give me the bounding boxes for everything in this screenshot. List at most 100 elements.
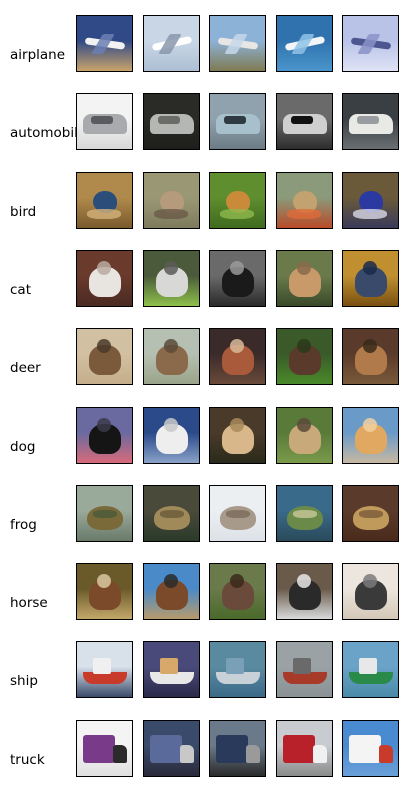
photo-detail (230, 574, 244, 589)
photo-detail (296, 260, 311, 275)
photo-subject (149, 734, 182, 763)
photo-detail (363, 417, 377, 432)
photo-detail (292, 658, 311, 675)
truck-photo (342, 719, 399, 777)
dog-photo (342, 406, 399, 464)
frog-photo (142, 484, 200, 542)
cat-photo (142, 249, 200, 307)
photo-subject (282, 734, 315, 763)
photo-detail (97, 339, 111, 354)
class-row-frog: frog (0, 484, 407, 543)
cat-photo (76, 249, 133, 307)
bird-photo (76, 171, 133, 229)
dog-photo (76, 406, 133, 464)
photo-detail (226, 658, 244, 675)
class-row-dog: dog (0, 406, 407, 465)
photo-subject (83, 672, 127, 685)
class-row-airplane: airplane (0, 15, 407, 73)
truck-photo (209, 719, 266, 777)
photo-detail (357, 116, 379, 125)
photo-detail (296, 339, 311, 354)
photo-detail (153, 208, 188, 219)
photo-detail (97, 574, 111, 589)
bird-photo (342, 171, 399, 229)
car-photo (275, 93, 333, 151)
class-row-truck: truck (0, 719, 407, 778)
class-row-automobile: automobile (0, 93, 407, 151)
frog-photo (76, 484, 133, 542)
airplane-photo (342, 15, 399, 72)
photo-detail (379, 744, 393, 763)
photo-detail (91, 116, 113, 125)
deer-photo (142, 328, 200, 386)
photo-detail (230, 339, 244, 354)
deer-photo (342, 328, 399, 386)
dog-photo (142, 406, 200, 464)
photo-subject (226, 190, 250, 213)
photo-detail (179, 744, 194, 763)
airplane-photo (209, 15, 266, 72)
horse-photo (209, 563, 266, 621)
horse-photo (76, 563, 133, 621)
photo-detail (359, 509, 383, 518)
photo-detail (230, 417, 244, 432)
class-row-deer: deer (0, 328, 407, 386)
cat-photo (275, 249, 333, 307)
ship-photo (76, 641, 133, 699)
photo-detail (163, 260, 178, 275)
photo-subject (359, 190, 383, 213)
truck-photo (275, 719, 333, 777)
class-label: truck (10, 751, 45, 768)
cat-photo (209, 249, 266, 307)
photo-detail (246, 744, 260, 763)
class-row-bird: bird (0, 171, 407, 230)
photo-detail (87, 208, 121, 219)
bird-photo (142, 171, 200, 229)
photo-detail (157, 116, 180, 125)
photo-detail (363, 574, 377, 589)
photo-detail (290, 116, 313, 125)
photo-detail (363, 339, 377, 354)
photo-detail (312, 744, 327, 763)
bird-photo (209, 171, 266, 229)
ship-photo (342, 641, 399, 699)
photo-detail (359, 658, 377, 675)
photo-detail (296, 417, 311, 432)
class-label: frog (10, 516, 37, 533)
frog-photo (209, 484, 266, 542)
photo-detail (159, 658, 178, 675)
photo-subject (93, 190, 117, 213)
photo-subject (349, 734, 381, 763)
photo-detail (226, 509, 250, 518)
photo-detail (97, 417, 111, 432)
photo-detail (224, 116, 246, 125)
airplane-photo (76, 15, 133, 72)
photo-detail (113, 744, 127, 763)
class-label: airplane (10, 47, 66, 63)
horse-photo (342, 563, 399, 621)
truck-photo (76, 719, 133, 777)
photo-subject (282, 672, 327, 685)
ship-photo (275, 641, 333, 699)
class-label: deer (10, 360, 41, 377)
frog-photo (342, 484, 399, 542)
photo-detail (353, 208, 387, 219)
photo-detail (97, 260, 111, 275)
photo-subject (159, 190, 184, 213)
cat-photo (342, 249, 399, 307)
photo-detail (163, 574, 178, 589)
photo-detail (230, 260, 244, 275)
deer-photo (275, 328, 333, 386)
car-photo (209, 93, 266, 151)
class-label: dog (10, 438, 36, 455)
photo-detail (159, 509, 184, 518)
class-row-cat: cat (0, 249, 407, 308)
car-photo (142, 93, 200, 151)
photo-detail (363, 260, 377, 275)
photo-detail (296, 574, 311, 589)
car-photo (76, 93, 133, 151)
class-label: automobile (10, 125, 76, 142)
photo-subject (83, 734, 115, 763)
frog-photo (275, 484, 333, 542)
